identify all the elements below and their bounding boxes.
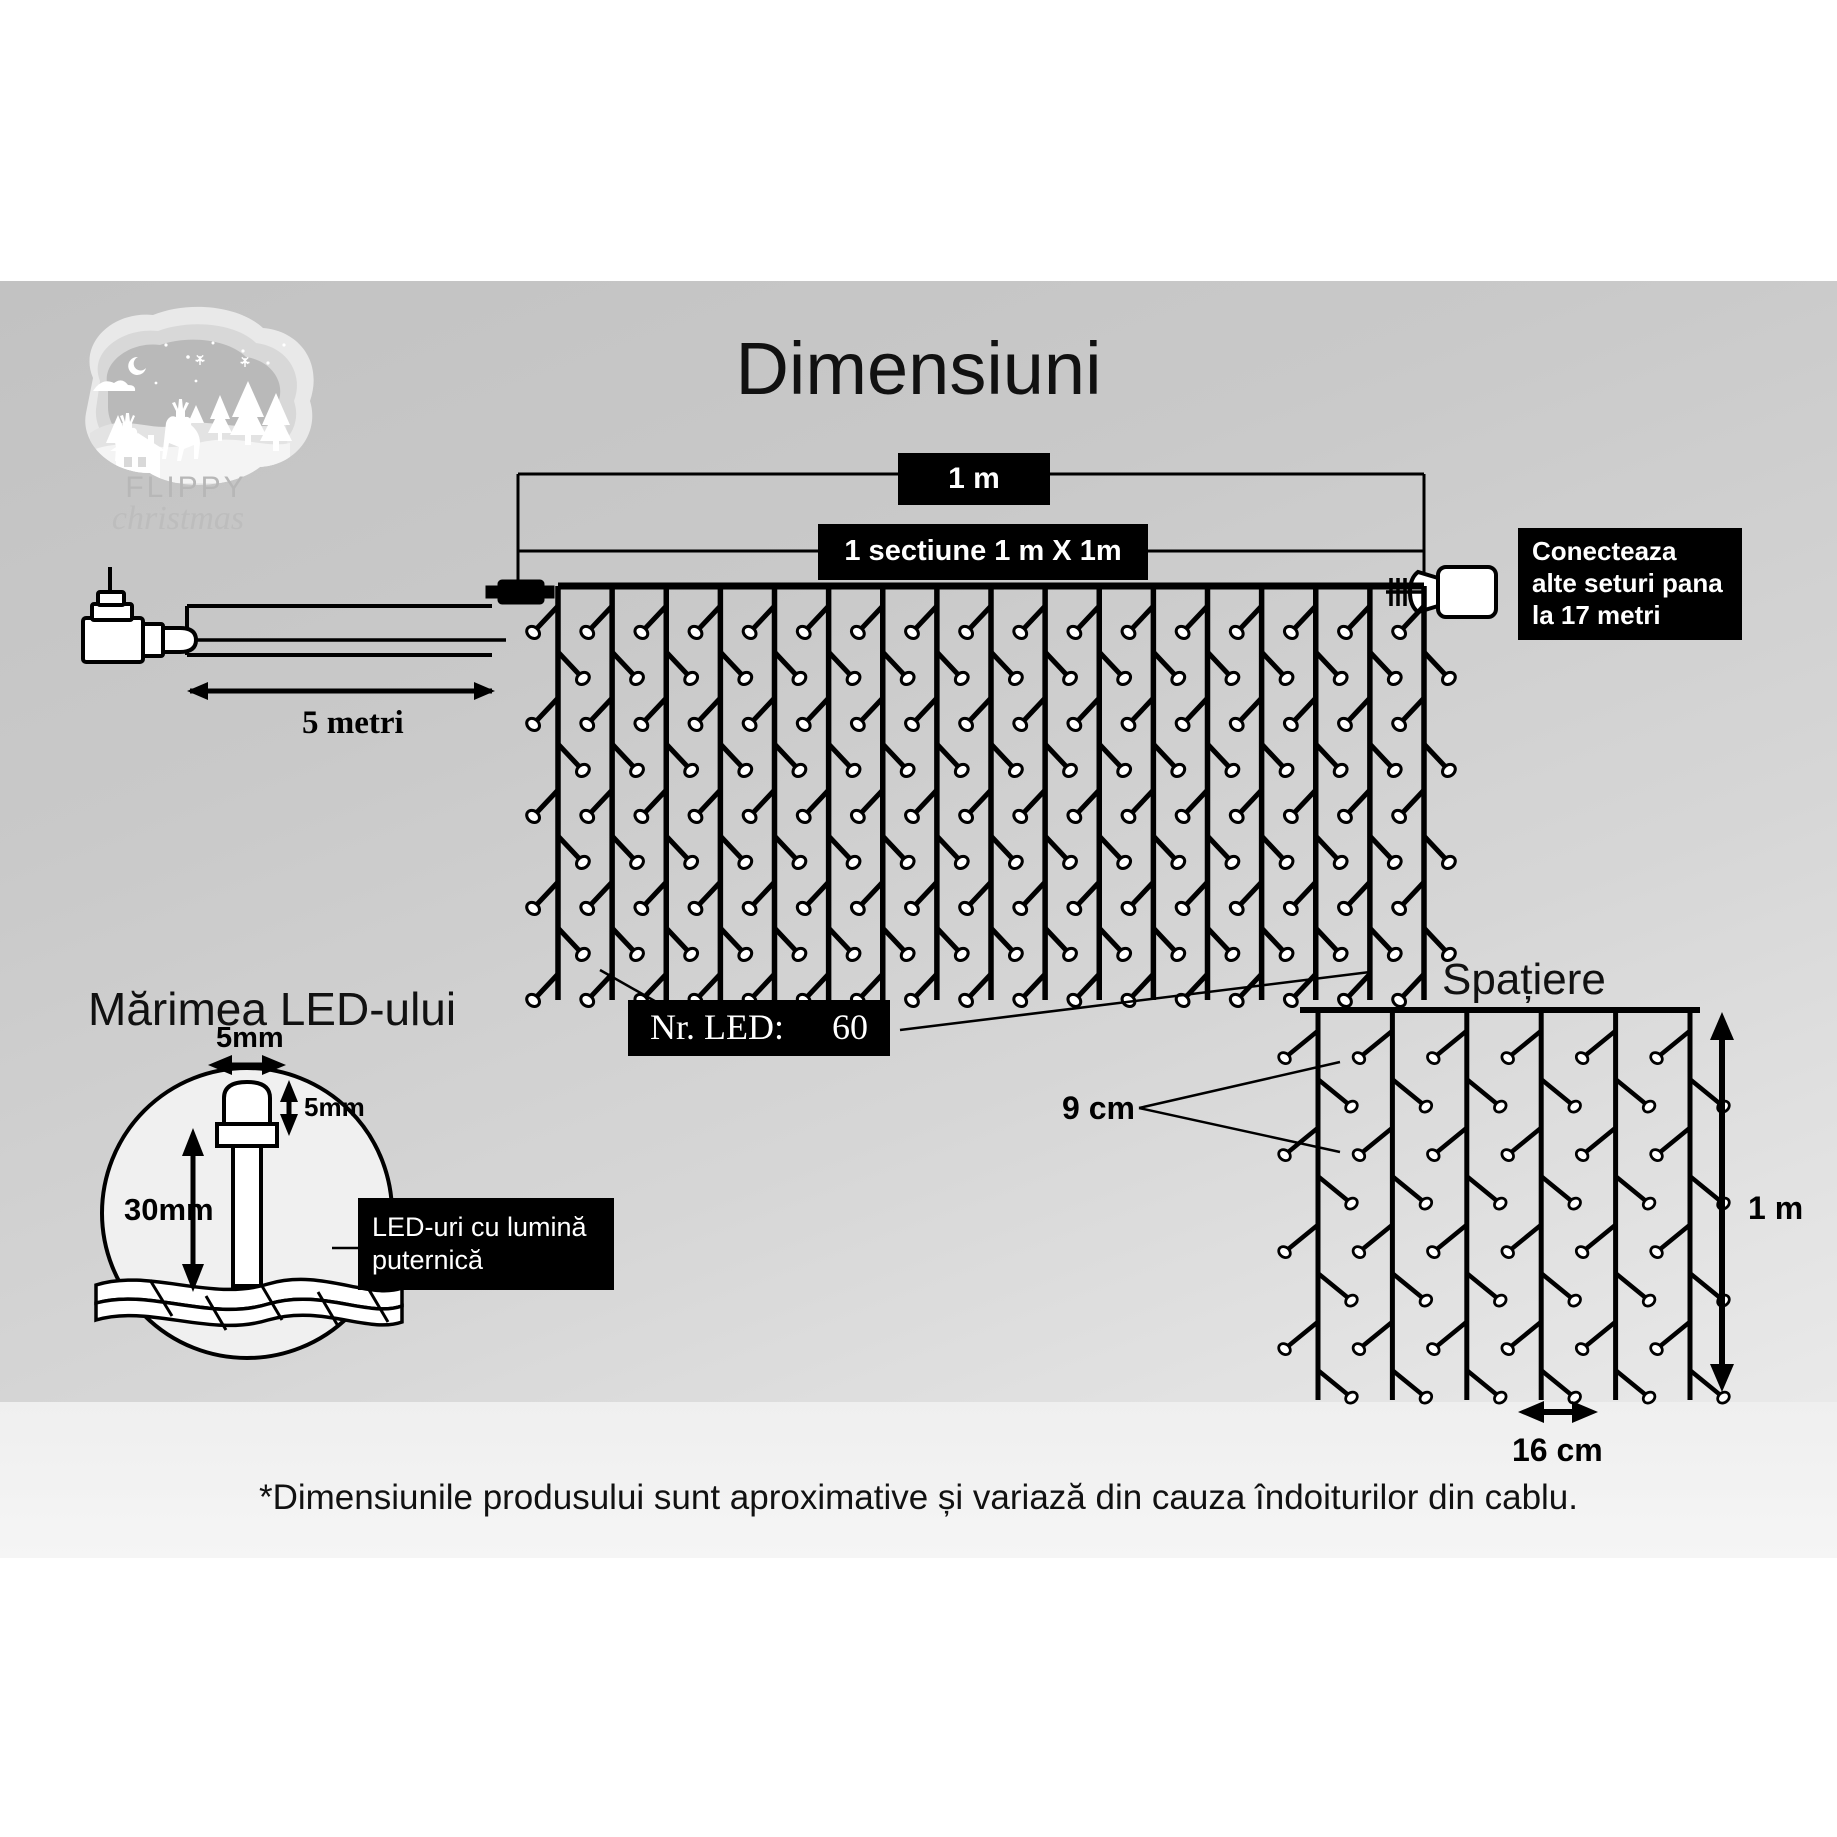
callout-section: 1 sectiune 1 m X 1m: [818, 524, 1148, 580]
measurement-led-total-height: 30mm: [124, 1192, 214, 1228]
footnote: *Dimensiunile produsului sunt aproximati…: [0, 1478, 1837, 1518]
spacing-title-text: Spațiere: [1442, 955, 1606, 1004]
callout-connect: Conecteaza alte seturi pana la 17 metri: [1518, 528, 1742, 640]
callout-top-width: 1 m: [898, 453, 1050, 505]
callout-led-count: Nr. LED: 60: [628, 1000, 890, 1056]
horizontal-spacing-text: 16 cm: [1512, 1432, 1603, 1468]
callout-bright-line2: puternică: [372, 1245, 484, 1275]
callout-connect-line1: Conecteaza: [1532, 536, 1677, 567]
cable-length-text: 5 metri: [302, 705, 404, 741]
section-title-spacing: Spațiere: [1442, 955, 1606, 1005]
page-title: Dimensiuni: [735, 327, 1102, 410]
vertical-spacing-text: 9 cm: [1062, 1090, 1135, 1126]
callout-top-width-text: 1 m: [948, 461, 1000, 495]
logo-brand-bottom: christmas: [112, 500, 244, 533]
callout-connect-line2: alte seturi pana: [1532, 568, 1723, 599]
logo-brand-top: FLIPPY: [125, 471, 246, 504]
measurement-horizontal-spacing: 16 cm: [1512, 1432, 1603, 1469]
led-size-title-text: Mărimea LED-ului: [88, 983, 457, 1035]
artboard-lower-background: [0, 1402, 1837, 1558]
curtain-drop-text: 1 m: [1748, 1190, 1804, 1226]
led-total-height-text: 30mm: [124, 1192, 214, 1227]
led-head-height-text: 5mm: [304, 1092, 365, 1122]
measurement-vertical-spacing: 9 cm: [1062, 1090, 1135, 1127]
measurement-cable-length: 5 metri: [302, 705, 404, 742]
measurement-led-width: 5mm: [216, 1022, 284, 1055]
footnote-text: *Dimensiunile produsului sunt aproximati…: [258, 1478, 1578, 1517]
led-count-label: Nr. LED:: [650, 1007, 784, 1048]
callout-bright-line1: LED-uri cu lumină: [372, 1212, 587, 1243]
led-count-value: 60: [832, 1007, 868, 1048]
section-title-led-size: Mărimea LED-ului: [88, 982, 456, 1036]
measurement-led-head-height: 5mm: [304, 1092, 365, 1123]
led-width-text: 5mm: [216, 1022, 284, 1054]
brand-logo: FLIPPY christmas: [38, 283, 338, 533]
callout-bright-led: LED-uri cu lumină puternică: [358, 1198, 614, 1290]
callout-connect-line3: la 17 metri: [1532, 599, 1661, 630]
callout-section-text: 1 sectiune 1 m X 1m: [844, 535, 1122, 568]
measurement-curtain-drop: 1 m: [1748, 1190, 1803, 1227]
